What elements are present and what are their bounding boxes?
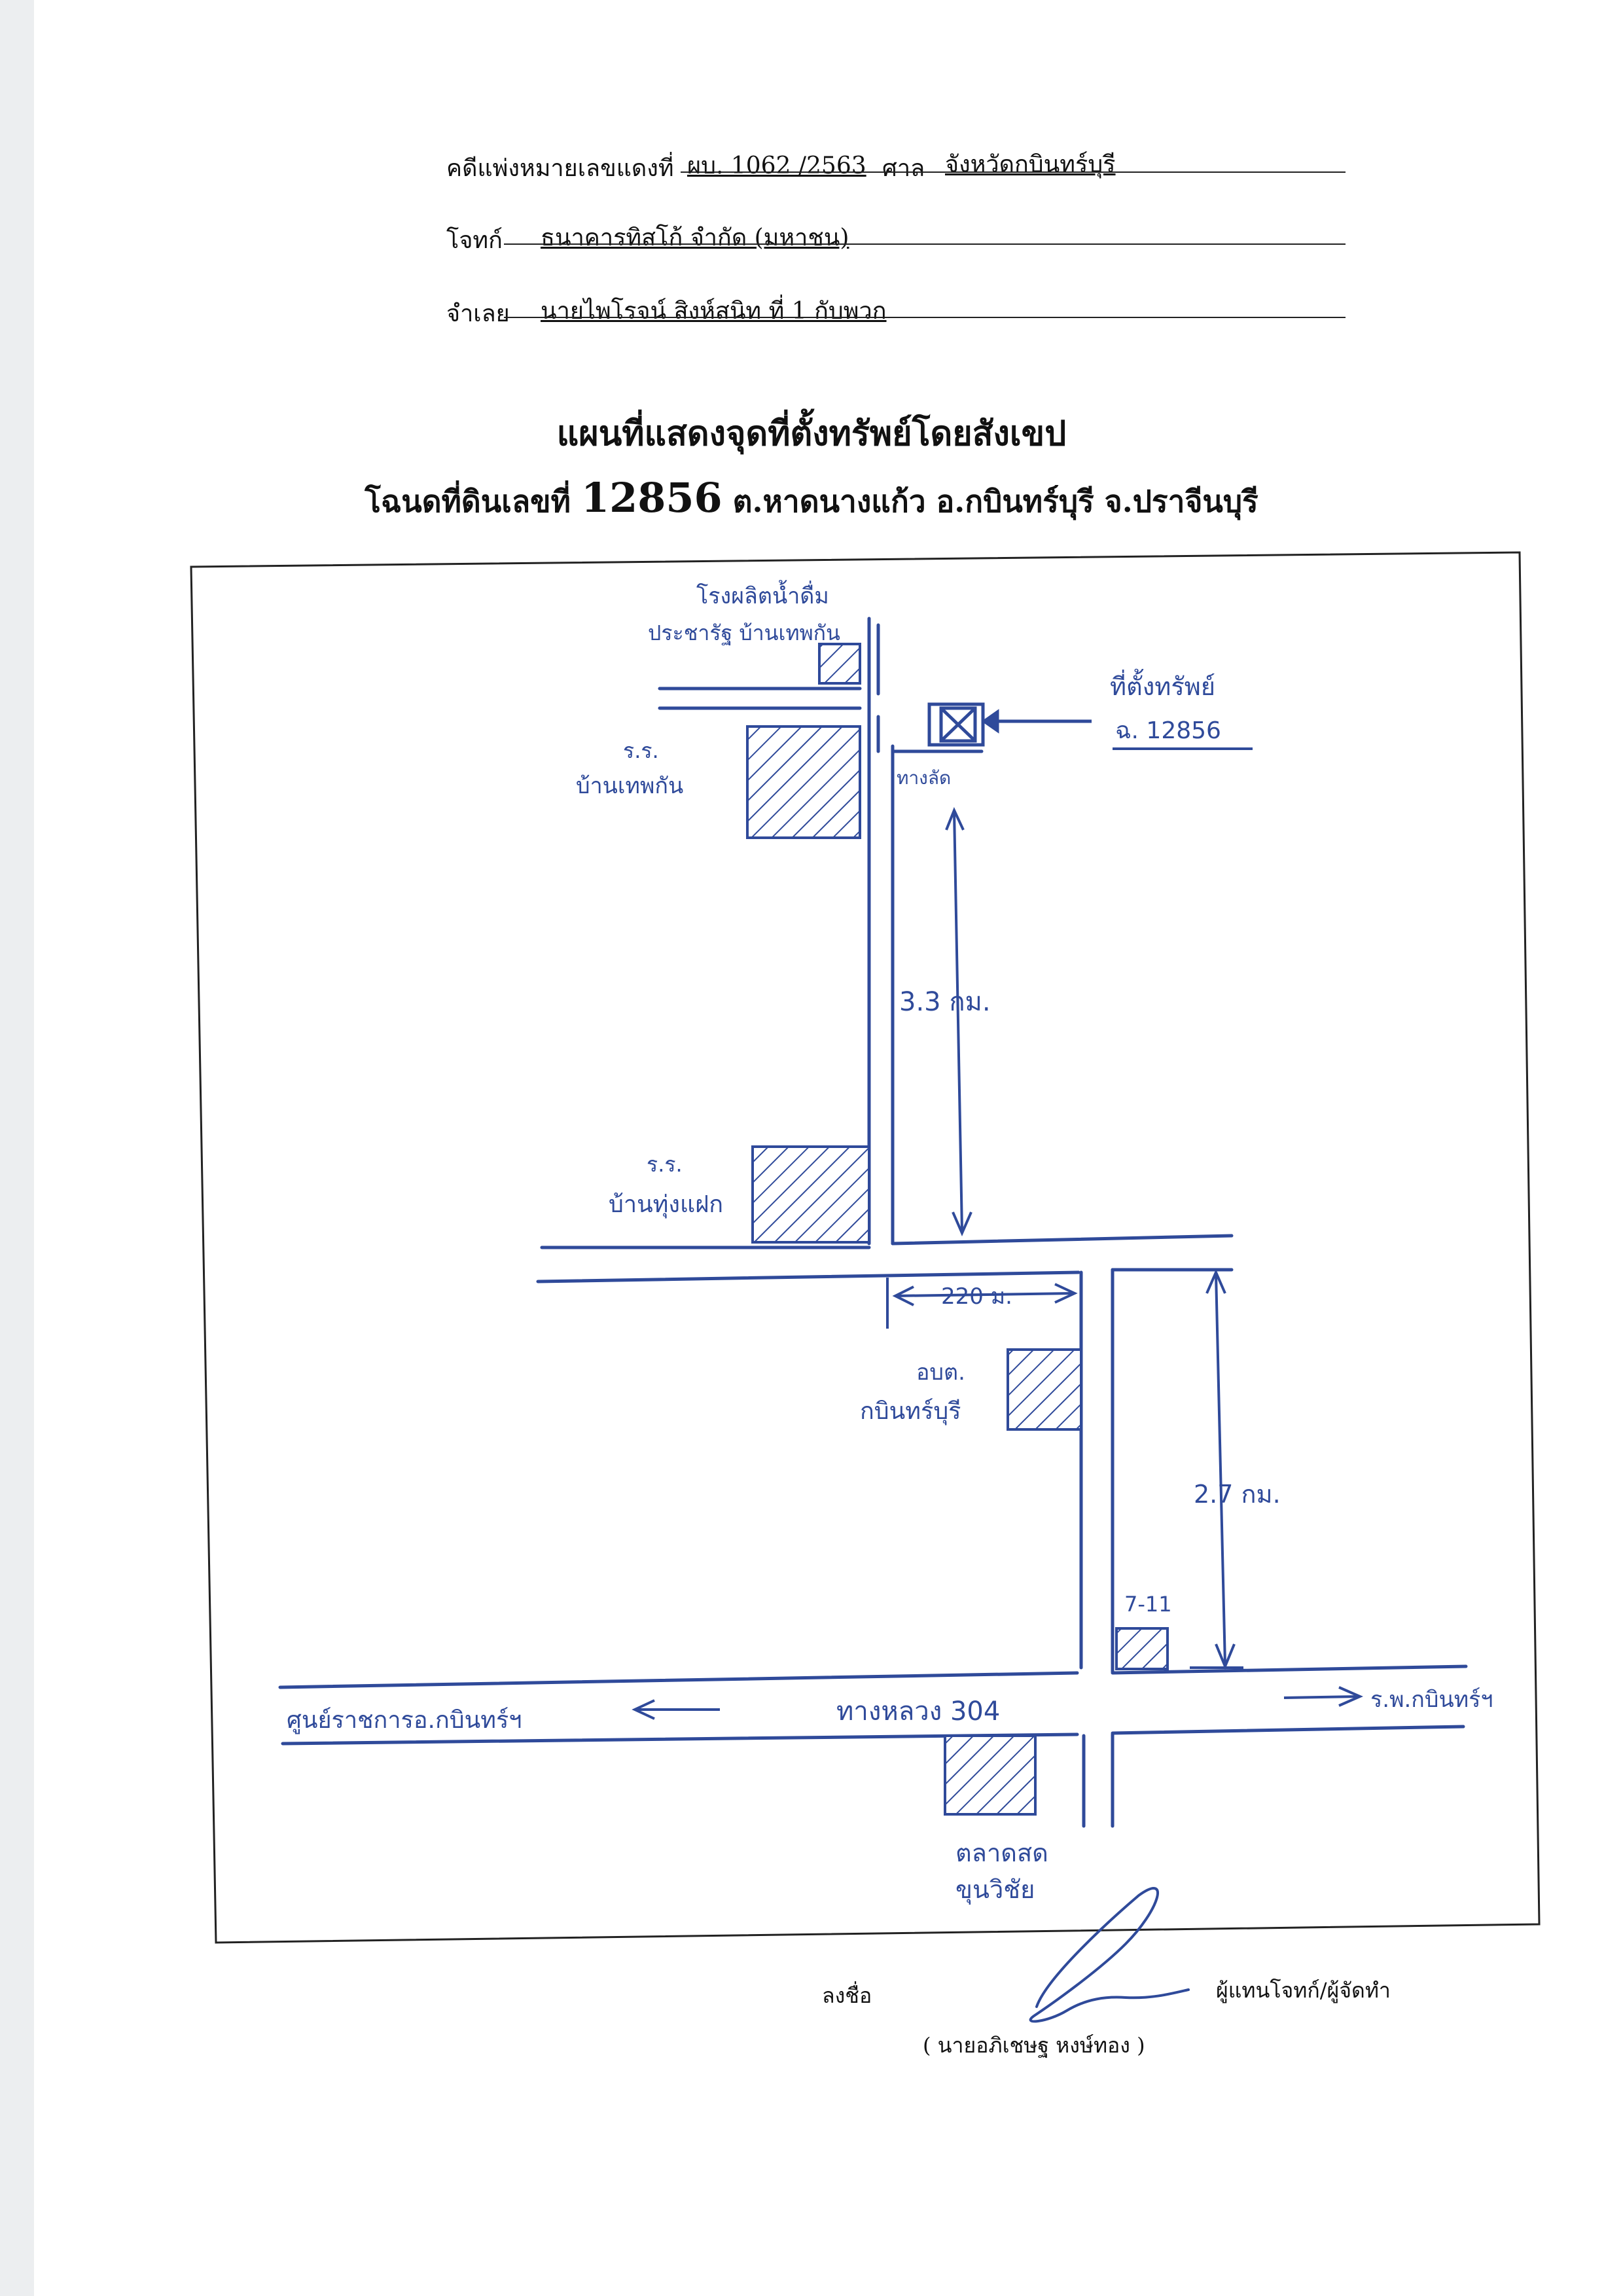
- school-1-building: [746, 725, 861, 839]
- map-stroke: [1111, 1664, 1468, 1675]
- property-label-b: ฉ. 12856: [1115, 717, 1221, 744]
- plaintiff-name: ธนาคารทิสโก้ จำกัด (มหาชน): [541, 224, 849, 251]
- map-stroke: [945, 806, 965, 831]
- school-2-label-a: ร.ร.: [647, 1152, 683, 1177]
- dist-1-label: 3.3 กม.: [899, 987, 991, 1017]
- dist-3-label: 2.7 กม.: [1194, 1480, 1281, 1509]
- sao-label-b: กบินทร์บุรี: [860, 1398, 961, 1426]
- map-stroke: [632, 1699, 655, 1720]
- signer-role: ผู้แทนโจทก์/ผู้จัดทำ: [1216, 1978, 1391, 2003]
- deed-location: ต.หาดนางแก้ว อ.กบินทร์บุรี จ.ปราจีนบุรี: [732, 484, 1258, 519]
- defendant-rule: [504, 317, 1346, 318]
- school-1-label-a: ร.ร.: [623, 738, 659, 763]
- school-1-label-b: บ้านเทพกัน: [576, 773, 683, 799]
- sao-label-a: อบต.: [916, 1359, 965, 1386]
- left-destination-label: ศูนย์ราชการอ.กบินทร์ฯ: [287, 1707, 522, 1734]
- property-label-a: ที่ตั้งทรัพย์: [1110, 668, 1215, 701]
- map-stroke: [952, 1211, 972, 1236]
- map-stroke: [1205, 1269, 1226, 1294]
- water-plant-building: [818, 643, 861, 685]
- map-stroke: [891, 1234, 1234, 1246]
- highway-upper-edge: [278, 1671, 1079, 1689]
- case-number: ผบ. 1062 /2563: [687, 152, 866, 179]
- map-stroke: [927, 702, 985, 747]
- market-label-b: ขุนวิชัย: [955, 1875, 1035, 1905]
- school-2-building: [751, 1145, 870, 1244]
- cross-road-lower-edge: [536, 1270, 1080, 1283]
- map-stroke: [892, 1285, 914, 1306]
- map-stroke: [981, 709, 999, 734]
- right-destination-label: ร.พ.กบินทร์ฯ: [1370, 1687, 1493, 1713]
- map-stroke: [940, 707, 976, 742]
- signature-mark: [1029, 1887, 1190, 2023]
- plaintiff-label: โจทก์: [446, 227, 503, 254]
- seven-eleven-label: 7-11: [1124, 1592, 1172, 1617]
- map-stroke: [632, 806, 1363, 1720]
- case-label: คดีแพ่งหมายเลขแดงที่: [446, 155, 674, 182]
- map-stroke: [1283, 1695, 1359, 1699]
- dist-2-arrow: [895, 1292, 1074, 1297]
- seven-eleven-building: [1115, 1627, 1169, 1670]
- deed-number: 12856: [580, 474, 722, 522]
- defendant-name: นายไพโรจน์ สิงห์สนิท ที่ 1 กับพวก: [541, 298, 887, 325]
- case-rule: [681, 171, 1346, 173]
- shortcut-road-label: ทางลัด: [897, 767, 951, 789]
- map-stroke: [939, 706, 977, 743]
- signer-name: ( นายอภิเชษฐ หงษ์ทอง ): [923, 2033, 1145, 2058]
- court-name: จังหวัดกบินทร์บุรี: [945, 151, 1116, 178]
- map-frame: [190, 551, 1541, 1944]
- deed-title: โฉนดที่ดินเลขที่ 12856 ต.หาดนางแก้ว อ.กบ…: [0, 474, 1623, 526]
- dist-2-label: 220 ม.: [941, 1283, 1012, 1310]
- defendant-label: จำเลย: [446, 300, 510, 327]
- map-stroke: [1054, 1283, 1078, 1304]
- highway-label: ทางหลวง 304: [836, 1696, 1000, 1727]
- dist-1-arrow: [953, 811, 963, 1231]
- court-label: ศาล: [882, 155, 925, 182]
- map-stroke: [1111, 1725, 1465, 1735]
- sign-label: ลงชื่อ: [822, 1983, 872, 2008]
- map-title: แผนที่แสดงจุดที่ตั้งทรัพย์โดยสังเขป: [556, 414, 1067, 454]
- sao-building: [1007, 1348, 1082, 1431]
- map-stroke: [278, 617, 1468, 1828]
- water-plant-label: โรงผลิตน้ำดื่ม: [696, 580, 829, 609]
- deed-label: โฉนดที่ดินเลขที่: [365, 484, 571, 519]
- property-marker: [927, 702, 1092, 747]
- map-stroke: [1338, 1686, 1363, 1707]
- market-label-a: ตลาดสด: [955, 1839, 1048, 1867]
- market-building: [944, 1734, 1037, 1816]
- plaintiff-rule: [504, 243, 1346, 245]
- school-2-label-b: บ้านทุ่งแฝก: [609, 1191, 723, 1219]
- water-plant-label-2: ประชารัฐ บ้านเทพกัน: [648, 620, 840, 646]
- dist-3-arrow: [1215, 1273, 1226, 1666]
